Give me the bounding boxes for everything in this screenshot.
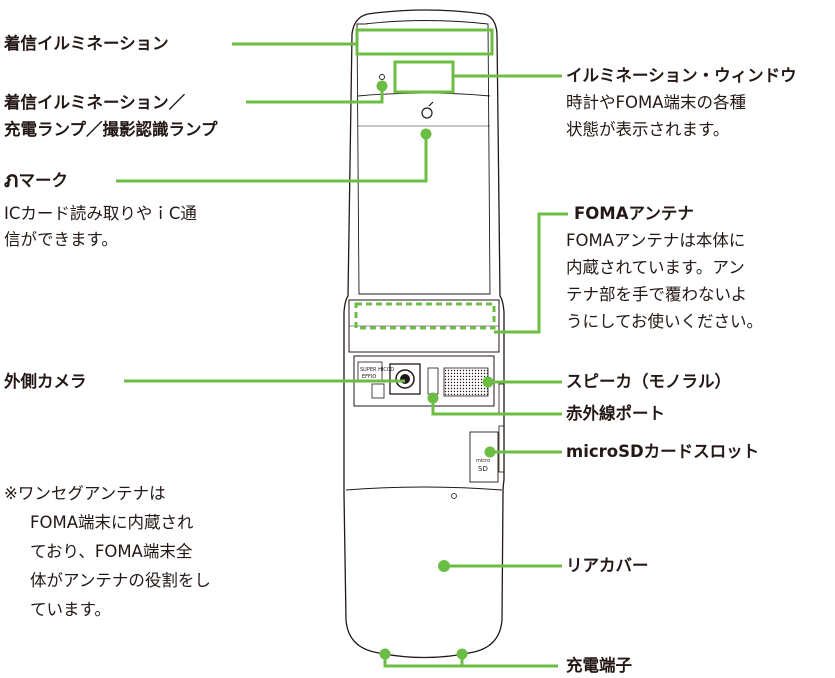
label-rear-cover: リアカバー [566, 556, 649, 575]
note-line2: FOMA端末に内蔵され [30, 513, 194, 532]
foma-antenna-desc-line1: FOMAアンテナは本体に [566, 231, 746, 250]
label-illumination-window: イルミネーション・ウィンドウ [566, 66, 797, 85]
illumination-window-desc-line2: 状態が表示されます。 [566, 120, 730, 139]
label-microsd-slot: microSDカードスロット [566, 442, 760, 461]
mobile-light-icon [421, 101, 434, 119]
phone-markings: SUPER HICCD EFFIO micro SD [360, 367, 490, 473]
felica-mark-icon: ภ [4, 168, 19, 193]
camera-label-line1: SUPER HICCD [360, 367, 394, 373]
foma-antenna-desc-line4: うにしてお使いください。 [566, 312, 764, 331]
label-incoming-illumination: 着信イルミネーション [4, 34, 169, 53]
label-foma-antenna: FOMAアンテナ [574, 204, 694, 223]
label-speaker: スピーカ（モノラル） [566, 372, 731, 391]
leader-charging-terminal [383, 654, 558, 668]
camera-lens [389, 363, 421, 395]
foma-antenna-desc-line3: テナ部を手で覆わないよ [566, 285, 748, 304]
incoming-illumination-highlight [355, 28, 494, 56]
label-outer-camera: 外側カメラ [4, 372, 87, 391]
note-line5: ています。 [30, 600, 111, 619]
camera-label-line2: EFFIO [362, 374, 376, 380]
label-charging-terminal: 充電端子 [566, 656, 632, 675]
card-slot-label-line1: micro [476, 458, 490, 464]
illumination-window-desc-line1: 時計やFOMA端末の各種 [566, 93, 747, 112]
label-infrared-port: 赤外線ポート [566, 404, 665, 423]
leader-charge-lamp [246, 86, 384, 104]
felica-desc-line1: ICカード読み取りやｉC通 [4, 204, 197, 223]
leader-dots [376, 80, 496, 660]
leader-felica [116, 134, 428, 183]
foma-antenna-highlight [354, 302, 496, 330]
note-line1: ※ワンセグアンテナは [4, 484, 166, 503]
leader-foma-antenna [494, 212, 568, 334]
card-slot-label-line2: SD [478, 465, 488, 473]
label-charge-lamp-line1: 着信イルミネーション／ [4, 93, 186, 112]
label-charge-lamp-line2: 充電ランプ／撮影認識ランプ [4, 120, 218, 139]
foma-antenna-desc-line2: 内蔵されています。アン [566, 258, 745, 277]
phone-body [343, 9, 505, 659]
highlights [354, 28, 496, 330]
felica-desc-line2: 信ができます。 [4, 230, 118, 249]
note-line3: ており、FOMA端末全 [30, 542, 193, 561]
label-felica: ภマーク [4, 168, 69, 193]
illumination-window-highlight [393, 60, 455, 94]
note-line4: 体がアンテナの役割をし [30, 571, 211, 590]
